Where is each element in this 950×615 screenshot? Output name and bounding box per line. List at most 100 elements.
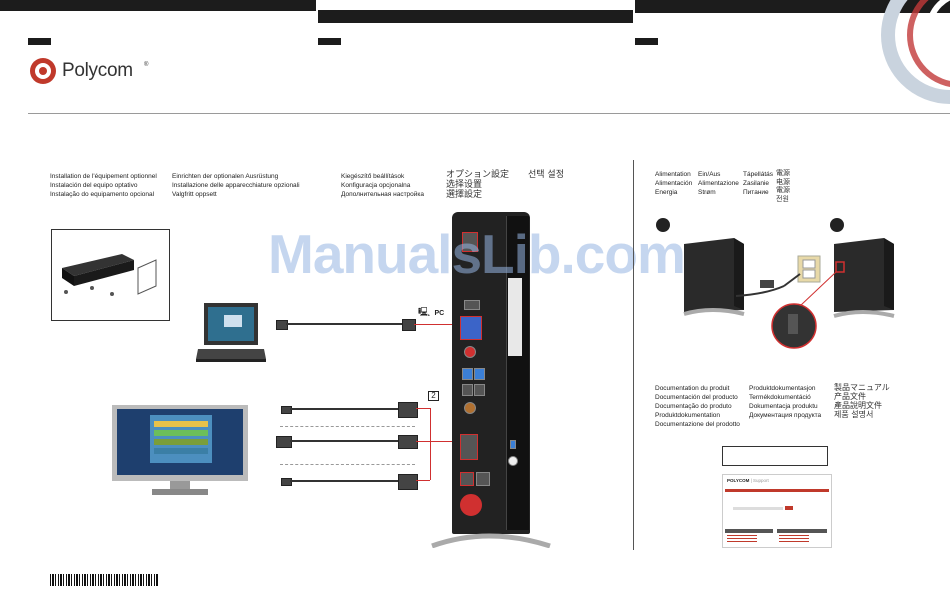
power-it: Alimentazione (698, 180, 739, 187)
vga-in-port (460, 316, 482, 340)
power-zh-cn: 电源 (776, 177, 790, 186)
vga-cable-plug-left (281, 478, 292, 486)
power-es: Alimentación (655, 180, 693, 187)
support-page-links-right (779, 535, 809, 543)
heading-ja: オプション設定 (446, 170, 510, 180)
optional-equipment-col1: Installation de l'équipement optionnel I… (50, 172, 157, 199)
heading-zh-tw: 選擇設定 (446, 190, 483, 200)
top-bar-right (635, 0, 950, 13)
mounting-illustration (51, 229, 170, 321)
documentation-cjk: 製品マニュアル 产品文件 產品說明文件 제품 설명서 (834, 383, 890, 419)
section-tab-1 (28, 38, 51, 45)
support-page-nav (725, 489, 829, 492)
decorative-arcs (881, 0, 950, 104)
power-col2: Ein/Aus Alimentazione Strøm (698, 170, 739, 197)
heading-de: Einrichten der optionalen Ausrüstung (172, 173, 279, 180)
section-divider (633, 160, 634, 550)
section-tab-3 (635, 38, 658, 45)
power-port (462, 232, 478, 252)
heading-no: Valgfritt oppsett (172, 191, 217, 198)
power-no: Strøm (698, 189, 716, 196)
display-output-icon: 2 (428, 391, 439, 401)
doc-pt: Documentação do produto (655, 403, 732, 410)
power-pl: Zasilanie (743, 180, 770, 187)
laptop-icon (196, 303, 266, 362)
power-cjk: 電源 电源 電源 전원 (776, 169, 790, 203)
top-bar-middle (318, 10, 633, 23)
audio-port-1 (464, 346, 476, 358)
heading-pl: Konfiguracja opcjonalna (341, 182, 411, 189)
display-connection-line-2 (416, 441, 462, 442)
support-page-section: Support (753, 478, 769, 483)
doc-ja: 製品マニュアル (834, 383, 890, 392)
cable-separator-1 (280, 426, 415, 427)
usb-port-3 (462, 384, 473, 396)
display-connection-line-3 (416, 480, 430, 481)
watermark: ManualsLib.com (268, 223, 686, 285)
device-power-illustration-2 (771, 238, 895, 349)
support-page-search-button (785, 506, 793, 510)
power-col1: Alimentation Alimentación Energia (655, 170, 692, 197)
usb-port-1 (462, 368, 473, 380)
hdmi-cable (290, 408, 398, 410)
vga-cable (290, 480, 398, 482)
heading-fr: Installation de l'équipement optionnel (50, 173, 157, 180)
heading-pt: Instalação do equipamento opcional (50, 191, 155, 198)
heading-it: Installazione delle apparecchiature opzi… (172, 182, 300, 189)
power-fr: Alimentation (655, 171, 691, 178)
power-ja: 電源 (776, 169, 790, 177)
brand-mark: ® (144, 62, 149, 68)
doc-ko: 제품 설명서 (834, 410, 874, 419)
display-connection-vertical (430, 408, 431, 480)
doc-pl: Dokumentacja produktu (749, 403, 818, 410)
heading-es: Instalación del equipo optativo (50, 182, 138, 189)
documentation-url-box (722, 446, 828, 466)
doc-de: Produktdokumentation (655, 412, 721, 419)
heading-zh-cn: 选择设置 (446, 180, 483, 190)
pc-input-label: 🖳 PC (418, 302, 444, 321)
hdmi-cable-plug-right (398, 402, 418, 418)
dvi-out-port (460, 434, 478, 460)
pc-icon: 🖳 (418, 307, 431, 317)
laptop-cable-plug-right (402, 319, 416, 331)
device-vent (508, 278, 522, 356)
pc-label-text: PC (434, 310, 445, 317)
step-badge-1 (656, 218, 670, 232)
support-page-header: POLYCOM | Support (727, 478, 769, 483)
ethernet-port-2 (476, 472, 490, 486)
power-ko: 전원 (776, 194, 789, 203)
optional-equipment-cjk1: オプション設定 选择设置 選擇設定 (446, 170, 509, 200)
section-tab-2 (318, 38, 341, 45)
doc-hu: Termékdokumentáció (749, 394, 811, 401)
vga-cable-plug-right (398, 474, 418, 490)
barcode (50, 574, 158, 586)
indicator-light (510, 440, 516, 449)
support-page-screenshot: POLYCOM | Support (722, 474, 832, 548)
dvi-cable-plug-right (398, 435, 418, 449)
pc-connection-line (414, 324, 462, 325)
heading-ru: Дополнительная настройка (341, 191, 425, 198)
heading-hu: Kiegészítő beállítások (341, 173, 405, 180)
doc-es: Documentación del producto (655, 394, 738, 401)
power-hu: Tápellátás (743, 171, 773, 178)
polycom-logo-icon (30, 58, 56, 84)
doc-it: Documentazione del prodotto (655, 421, 740, 428)
dvi-cable-plug-left (276, 436, 292, 448)
support-page-brand: POLYCOM (727, 478, 750, 483)
device-stand (431, 533, 551, 548)
power-inlet (460, 494, 482, 516)
optional-equipment-col2: Einrichten der optionalen Ausrüstung Ins… (172, 172, 300, 199)
power-col3: Tápellátás Zasilanie Питание (743, 170, 773, 197)
brand-name: Polycom (62, 60, 133, 81)
optional-equipment-col3: Kiegészítő beállítások Konfiguracja opcj… (341, 172, 424, 199)
device-power-illustration-1 (683, 238, 821, 316)
audio-port-2 (464, 402, 476, 414)
codec-device-rear-panel (452, 212, 530, 534)
doc-ru: Документация продукта (749, 412, 822, 419)
support-page-panel-right (777, 529, 827, 533)
support-page-divider: | (750, 478, 754, 483)
support-page-panel-left (725, 529, 773, 533)
dvi-cable (290, 440, 398, 442)
mounting-bracket-icon (62, 254, 157, 296)
header-rule (28, 113, 950, 114)
